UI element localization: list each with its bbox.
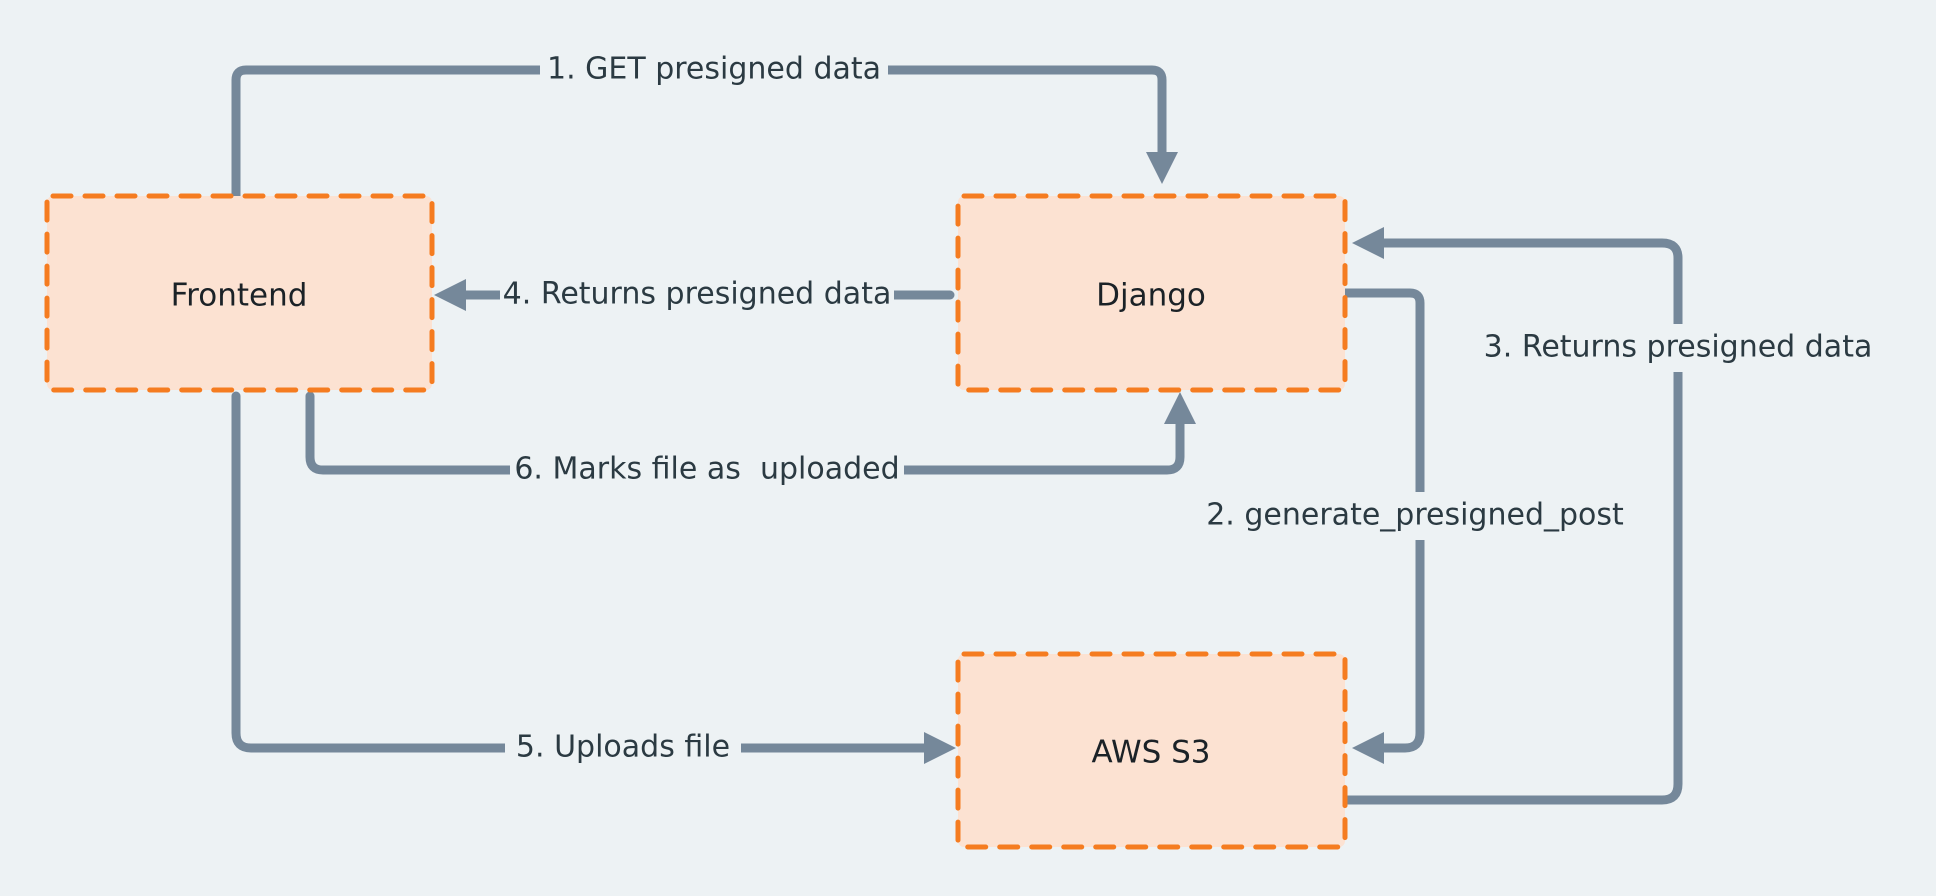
node-django-box[interactable] bbox=[955, 193, 1348, 393]
edge-5-uploads-file bbox=[231, 391, 956, 764]
edge-6-arrowhead bbox=[1164, 392, 1196, 424]
edge-5-label-backdrop bbox=[505, 724, 741, 772]
node-frontend-box[interactable] bbox=[44, 193, 435, 393]
node-frontend[interactable]: Frontend bbox=[44, 193, 435, 393]
edge-2-arrowhead bbox=[1352, 732, 1384, 764]
edge-3-label: 3. Returns presigned data bbox=[1484, 330, 1873, 365]
edge-1-label-backdrop bbox=[540, 46, 888, 94]
edge-4-arrowhead bbox=[434, 279, 466, 311]
edge-3-returns-presigned-data bbox=[1340, 227, 1683, 805]
edge-3-line bbox=[1340, 238, 1683, 805]
edge-4-label: 4. Returns presigned data bbox=[503, 277, 892, 312]
node-frontend-label: Frontend bbox=[171, 278, 308, 314]
edge-4-label-backdrop bbox=[500, 271, 894, 319]
edge-5-arrowhead bbox=[924, 732, 956, 764]
edge-6-label-backdrop bbox=[510, 446, 904, 494]
node-django-label: Django bbox=[1096, 278, 1206, 314]
edge-1-arrowhead bbox=[1146, 152, 1178, 184]
edge-5-line bbox=[231, 391, 935, 753]
edge-2-label-backdrop bbox=[1195, 492, 1635, 540]
node-django[interactable]: Django bbox=[955, 193, 1348, 393]
edge-2-label: 2. generate_presigned_post bbox=[1206, 498, 1624, 533]
edge-3-label-backdrop bbox=[1476, 324, 1880, 372]
edge-1-label: 1. GET presigned data bbox=[547, 52, 881, 87]
edge-5-label: 5. Uploads file bbox=[516, 730, 730, 765]
node-aws-s3[interactable]: AWS S3 bbox=[955, 651, 1348, 850]
node-aws-s3-box[interactable] bbox=[955, 651, 1348, 850]
node-aws-s3-label: AWS S3 bbox=[1091, 735, 1210, 771]
edge-6-label: 6. Marks file as uploaded bbox=[514, 452, 899, 487]
edge-3-arrowhead bbox=[1352, 227, 1384, 259]
